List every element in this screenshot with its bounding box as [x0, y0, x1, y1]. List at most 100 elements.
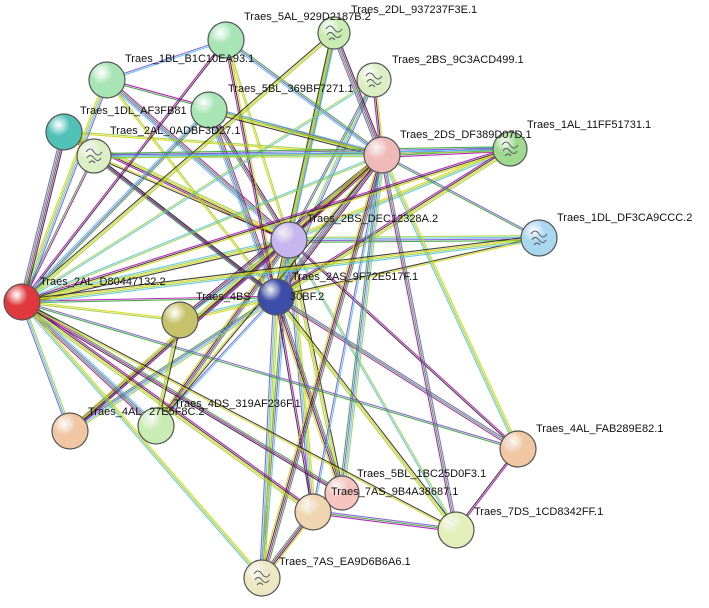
protein-node-circle[interactable]	[45, 113, 83, 151]
interaction-edge	[20, 39, 226, 302]
interaction-edge	[20, 302, 342, 495]
protein-node-circle[interactable]	[520, 219, 558, 257]
interaction-edge	[22, 300, 314, 512]
interaction-edge	[275, 296, 519, 450]
interaction-edge	[274, 79, 374, 297]
protein-structure-icon	[325, 25, 343, 41]
protein-node-circle[interactable]	[76, 138, 112, 174]
interaction-edge	[19, 131, 63, 302]
protein-node[interactable]	[492, 131, 528, 167]
protein-node[interactable]	[294, 493, 332, 531]
protein-node-circle[interactable]	[270, 221, 308, 259]
protein-node-circle[interactable]	[257, 278, 295, 316]
protein-node[interactable]	[437, 511, 475, 549]
protein-node-circle[interactable]	[88, 61, 126, 99]
protein-node[interactable]	[520, 219, 558, 257]
protein-node[interactable]	[207, 21, 245, 59]
interaction-edge	[209, 109, 278, 297]
interaction-edge	[21, 148, 511, 303]
node-label: Traes_7AS_EA9D6B6A6.1	[279, 556, 411, 568]
interaction-edge	[21, 238, 289, 302]
protein-node-circle[interactable]	[317, 16, 351, 50]
node-label: Traes_2BS_DEC12328A.2	[307, 213, 438, 225]
protein-node-circle[interactable]	[51, 412, 89, 450]
interaction-edge	[22, 40, 228, 303]
protein-node-circle[interactable]	[207, 21, 245, 59]
protein-node-circle[interactable]	[356, 62, 392, 98]
node-label: Traes_5BL_1BC25D0F3.1	[357, 468, 486, 480]
interaction-edge	[273, 297, 341, 494]
protein-node-circle[interactable]	[190, 91, 228, 129]
protein-node[interactable]	[324, 475, 360, 511]
protein-node-circle[interactable]	[324, 475, 360, 511]
protein-node[interactable]	[161, 301, 199, 339]
interaction-edge	[22, 132, 66, 303]
protein-node[interactable]	[3, 283, 41, 321]
protein-node[interactable]	[88, 61, 126, 99]
interaction-edge	[22, 155, 383, 304]
protein-node-circle[interactable]	[499, 430, 537, 468]
interaction-edge	[21, 302, 156, 427]
interaction-edge	[70, 155, 383, 433]
interaction-edge	[21, 32, 335, 303]
interaction-edge	[382, 153, 540, 238]
interaction-edge	[70, 297, 277, 433]
interaction-edge	[274, 297, 518, 451]
protein-node[interactable]	[499, 430, 537, 468]
protein-node-circle[interactable]	[294, 493, 332, 531]
interaction-edge	[275, 147, 510, 297]
interaction-edge	[274, 297, 342, 494]
interaction-edge	[288, 148, 511, 241]
interaction-edge	[380, 155, 518, 450]
interaction-edge	[275, 236, 539, 297]
interaction-edge	[19, 303, 155, 429]
protein-node[interactable]	[243, 559, 281, 597]
interaction-edge	[288, 235, 539, 239]
interaction-edge	[21, 301, 263, 579]
protein-node-circle[interactable]	[363, 136, 401, 174]
interaction-edge	[63, 132, 382, 157]
protein-node-circle[interactable]	[492, 131, 528, 167]
interaction-edge	[22, 110, 211, 304]
interaction-edge	[262, 155, 384, 579]
interaction-edge	[288, 236, 539, 240]
interaction-edge	[69, 153, 382, 431]
interaction-edge	[381, 155, 539, 240]
interaction-edge	[22, 300, 519, 449]
interaction-edge	[209, 108, 383, 155]
protein-node[interactable]	[356, 62, 392, 98]
interaction-edge	[276, 295, 458, 530]
protein-node-circle[interactable]	[243, 559, 281, 597]
protein-node[interactable]	[137, 407, 175, 445]
protein-node[interactable]	[190, 91, 228, 129]
interaction-edge	[108, 77, 291, 239]
interaction-edge	[274, 146, 510, 296]
interaction-edge	[22, 238, 540, 304]
protein-node-circle[interactable]	[3, 283, 41, 321]
protein-node[interactable]	[76, 138, 112, 174]
protein-node-circle[interactable]	[137, 407, 175, 445]
interaction-edge	[262, 297, 278, 579]
interaction-edge	[276, 296, 315, 512]
node-label: Traes_2AL_0ADBF3D27.1	[110, 125, 240, 137]
node-label: Traes_4AL	[88, 406, 141, 418]
interaction-edge	[20, 302, 262, 580]
interaction-edge	[107, 40, 227, 82]
protein-node[interactable]	[51, 412, 89, 450]
interaction-edge	[21, 109, 210, 303]
protein-node[interactable]	[45, 113, 83, 151]
protein-node-circle[interactable]	[161, 301, 199, 339]
interaction-edge	[260, 154, 382, 578]
protein-node-circle[interactable]	[437, 511, 475, 549]
protein-node[interactable]	[257, 278, 295, 316]
node-label: Traes_5AL_929D2187B.2	[244, 11, 371, 23]
node-label-fragment: 27E5F8C.2	[149, 406, 205, 418]
interaction-edge	[381, 154, 519, 450]
interaction-edge	[225, 39, 277, 298]
protein-node[interactable]	[270, 221, 308, 259]
node-label: Traes_4BS	[196, 291, 251, 303]
protein-node[interactable]	[317, 16, 351, 50]
interaction-edge	[22, 156, 96, 303]
interaction-edge	[226, 39, 291, 240]
protein-node[interactable]	[363, 136, 401, 174]
